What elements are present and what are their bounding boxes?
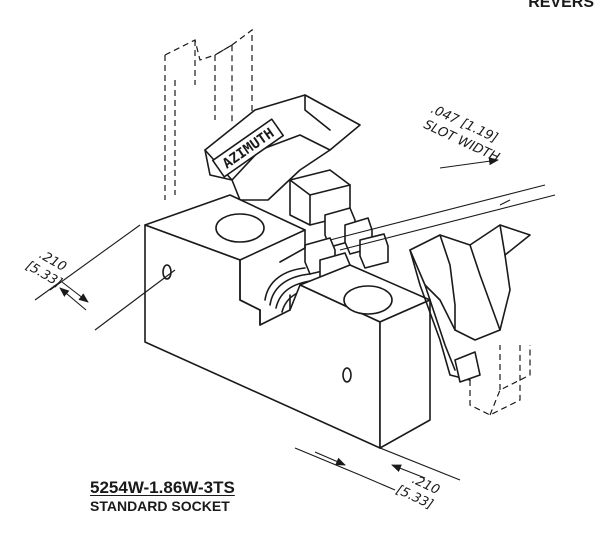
block-right (379, 299, 431, 449)
phantom-arm-left (164, 28, 253, 200)
right-dimension: .210 [5.33] (294, 447, 461, 513)
part-description: STANDARD SOCKET (90, 498, 230, 514)
part-number: 5254W-1.86W-3TS (90, 478, 235, 497)
clip-arm-right (409, 224, 531, 416)
top-hole-right (343, 285, 393, 315)
side-hole-right (342, 367, 352, 383)
title-fragment: REVERS (528, 0, 594, 11)
side-hole-left (162, 264, 172, 280)
azimuth-label-box (211, 118, 285, 178)
top-hole-left (215, 213, 265, 243)
socket-block (144, 194, 431, 449)
